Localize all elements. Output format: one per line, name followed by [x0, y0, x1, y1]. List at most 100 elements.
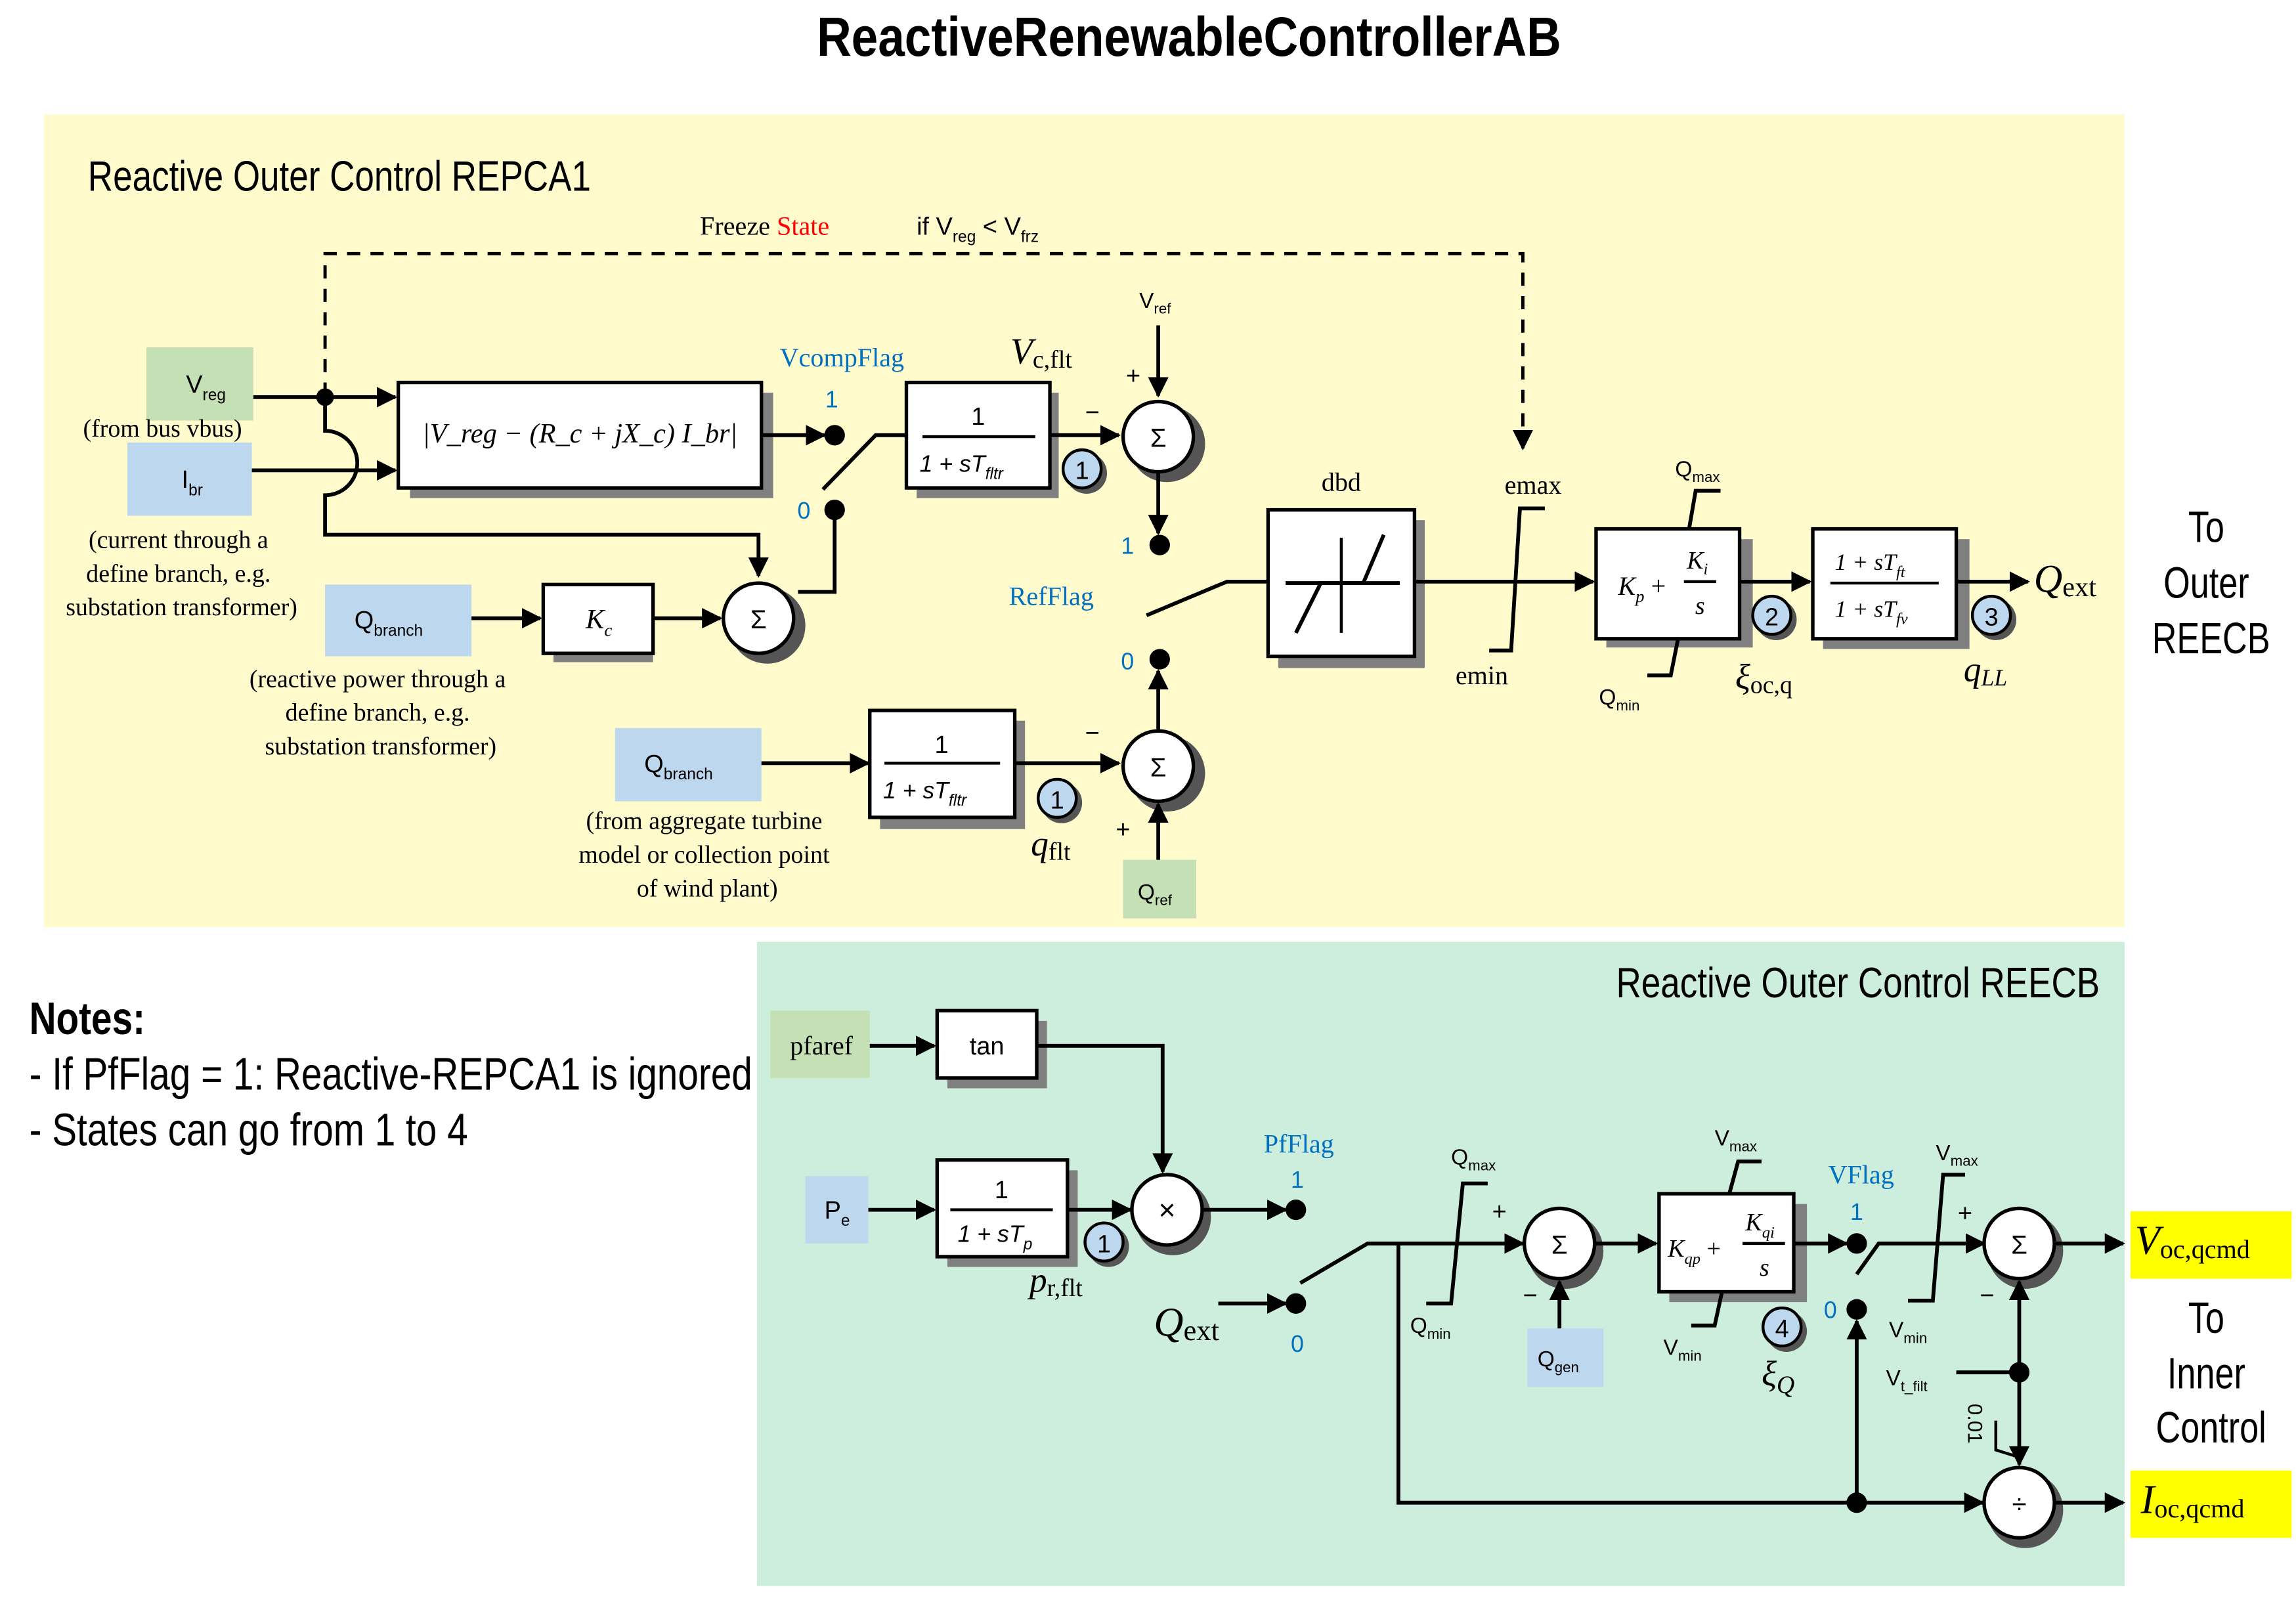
pi-s: s — [1695, 592, 1705, 620]
plus-sign: + — [1126, 362, 1140, 390]
lower-qmin-label: Q — [1410, 1314, 1427, 1338]
sum-symbol: Σ — [750, 605, 767, 634]
pi-qmax-sub: max — [1692, 469, 1720, 485]
out-vmin-sub: min — [1903, 1330, 1927, 1347]
minus-sign: − — [1523, 1282, 1537, 1309]
lower-qmax-sub: max — [1468, 1157, 1496, 1173]
out-vmax-sub: max — [1951, 1153, 1978, 1169]
vc-filter-den-sub: fltr — [986, 466, 1004, 483]
qref-sub: ref — [1155, 892, 1173, 909]
minus-sign: − — [1980, 1282, 1994, 1309]
vref-label: Vref — [1139, 289, 1171, 317]
minus-sign: − — [1085, 720, 1100, 747]
tan-label: tan — [970, 1033, 1005, 1060]
vc-flt-sub: c,flt — [1033, 346, 1072, 374]
refflag-label: RefFlag — [1009, 582, 1094, 611]
q-filter-den-sub: fltr — [949, 792, 967, 810]
qmax-qmin-limiter — [1426, 1181, 1488, 1306]
p-filter-den: 1 + sT — [958, 1221, 1025, 1247]
pi-kqp: K — [1667, 1235, 1685, 1263]
notes-item: - States can go from 1 to 4 — [30, 1105, 468, 1156]
sum-symbol: Σ — [1150, 423, 1167, 453]
refflag-contact-1 — [1149, 534, 1170, 555]
pr-flt-label: p — [1027, 1261, 1047, 1300]
freeze-word: Freeze — [700, 211, 770, 240]
xi-oc-q-label: ξ — [1735, 657, 1750, 697]
pfaref-label: pfaref — [790, 1031, 853, 1060]
state-badge-1-label: 1 — [1097, 1230, 1111, 1258]
tan-block — [935, 1008, 1039, 1080]
plus-sign: + — [1958, 1200, 1972, 1227]
svg-text:Qbranch: Qbranch — [644, 750, 712, 783]
kc-label: K — [585, 604, 606, 635]
vcomp-formula: |V_reg − (R_c + jX_c) I_br| — [422, 418, 737, 449]
notes: Notes: - If PfFlag = 1: Reactive-REPCA1 … — [30, 994, 752, 1156]
sum-symbol: Σ — [1551, 1230, 1568, 1260]
plus-sign: + — [1116, 816, 1130, 844]
leadlag-den: 1 + sT — [1834, 596, 1897, 622]
xi-q-sub: Q — [1777, 1371, 1794, 1398]
pfflag-contact-0 — [1286, 1293, 1307, 1314]
to-outer-reecb-label: To Outer REECB — [2152, 502, 2270, 662]
svg-text:Vmin: Vmin — [1889, 1318, 1927, 1347]
vcompflag-switch-arm[interactable] — [821, 433, 905, 491]
vt-filt-label: V — [1886, 1366, 1901, 1391]
leadlag-num: 1 + sT — [1834, 549, 1897, 575]
svg-text:Kc: Kc — [585, 604, 612, 639]
qbranch1-sub: branch — [374, 622, 423, 639]
q-ext-output-label: Q — [2034, 557, 2062, 601]
pfflag-switch-arm[interactable] — [1299, 1233, 1525, 1285]
sum-block-vcomp — [722, 581, 796, 655]
upper-panel-background — [43, 114, 2125, 928]
emin-label: emin — [1456, 661, 1508, 690]
svg-text:Kqp +: Kqp + — [1667, 1235, 1721, 1268]
refflag-switch-arm[interactable] — [1146, 579, 1268, 617]
state-badge-4 — [1761, 1306, 1803, 1348]
svg-text:Ki: Ki — [1686, 547, 1708, 578]
min-clip-label: 0.01 — [1963, 1404, 1986, 1444]
pi-qv-s: s — [1760, 1254, 1769, 1282]
q-flt-label: q — [1031, 824, 1049, 863]
freeze-dashed-line — [323, 251, 1534, 451]
lower-qmax-label: Q — [1451, 1145, 1468, 1169]
pe-label: P — [825, 1197, 841, 1225]
qbranch2-sub: branch — [664, 766, 713, 783]
pe-sub: e — [841, 1212, 850, 1230]
out-vmin-label: V — [1889, 1318, 1904, 1343]
switch-contact-1 — [824, 425, 845, 446]
pfflag-contact-1 — [1286, 1200, 1307, 1221]
pi-vmax-label: V — [1715, 1126, 1730, 1150]
svg-text:Qmin: Qmin — [1599, 685, 1639, 714]
svg-text:1 + sTp: 1 + sTp — [958, 1221, 1033, 1253]
svg-text:ξQ: ξQ — [1762, 1354, 1794, 1398]
pi-ki: K — [1686, 547, 1704, 574]
vflag-switch-arm[interactable] — [1855, 1233, 1987, 1276]
svg-text:if Vreg < Vfrz: if Vreg < Vfrz — [917, 213, 1039, 246]
qbranch1-input-box — [325, 584, 472, 657]
divide-symbol: ÷ — [2012, 1489, 2026, 1519]
pfflag-label: PfFlag — [1264, 1129, 1334, 1159]
pi-qmax-label: Q — [1675, 457, 1692, 481]
pi-vmin-label: V — [1664, 1335, 1679, 1360]
vflag-pos0: 0 — [1824, 1297, 1837, 1324]
state-badge-1 — [1083, 1221, 1125, 1263]
svg-text:Qmax: Qmax — [1451, 1145, 1496, 1173]
out-vmax-label: V — [1936, 1141, 1951, 1165]
svg-text:Vmin: Vmin — [1664, 1335, 1702, 1364]
q-ll-label: q — [1964, 650, 1982, 689]
svg-text:Kqi: Kqi — [1744, 1209, 1775, 1242]
vc-flt-label: V — [1010, 332, 1037, 372]
pi-vmin-sub: min — [1678, 1347, 1702, 1364]
vcomp-block — [396, 380, 764, 490]
lower-panel-title: Reactive Outer Control REECB — [1616, 959, 2100, 1007]
state-badge-1 — [1061, 448, 1103, 490]
svg-text:Vreg: Vreg — [186, 371, 226, 404]
upper-panel-repca1: Reactive Outer Control REPCA1 Freeze Sta… — [43, 114, 2125, 928]
ioc-qcmd-sub: oc,qcmd — [2154, 1494, 2244, 1523]
ioc-qcmd-label: I — [2140, 1476, 2157, 1522]
pfaref-input-box — [770, 1010, 870, 1078]
svg-text:Qmax: Qmax — [1675, 457, 1720, 485]
kc-gain-block — [541, 582, 655, 655]
svg-text:Vmax: Vmax — [1715, 1126, 1757, 1154]
svg-text:1 + sTfltr: 1 + sTfltr — [920, 451, 1004, 483]
